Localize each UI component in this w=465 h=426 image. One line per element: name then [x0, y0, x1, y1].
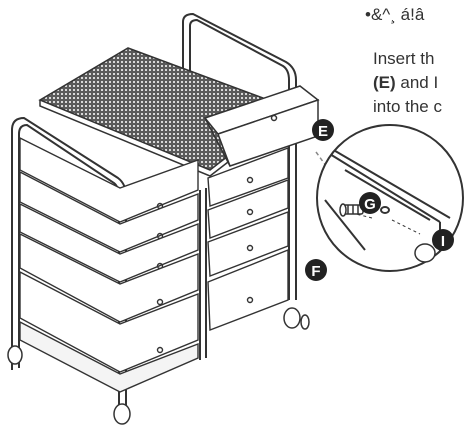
svg-text:E: E: [318, 123, 328, 140]
badge-f: F: [305, 259, 327, 281]
cap-nut-i: [414, 243, 436, 263]
detail-callout: [316, 124, 464, 272]
instruction-line-2-rest: and I: [395, 73, 439, 92]
badge-e: E: [312, 119, 334, 141]
instruction-line-1: Insert th: [373, 49, 435, 68]
svg-text:G: G: [364, 196, 376, 213]
badge-i: I: [432, 229, 454, 251]
bullet-line: •&^¸ á!â: [365, 5, 425, 24]
right-drawer-stack: [207, 146, 289, 332]
casters: [7, 307, 310, 425]
part-ref-e: (E): [373, 73, 396, 92]
svg-text:F: F: [311, 263, 320, 280]
svg-text:I: I: [441, 233, 445, 250]
badge-g: G: [359, 192, 381, 214]
instruction-line-3: into the c: [373, 97, 442, 116]
instruction-line-2: (E) and I: [373, 74, 438, 91]
cart-handle: [182, 12, 297, 300]
left-drawer-stack: [19, 136, 199, 393]
